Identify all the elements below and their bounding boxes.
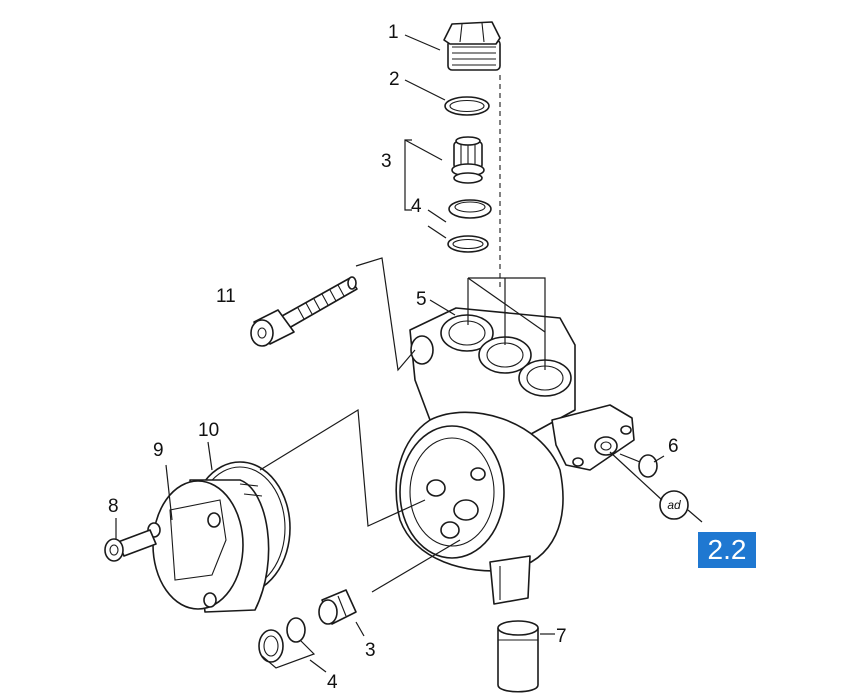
- part-7-sleeve: [497, 620, 539, 693]
- reference-mark-text: ad: [667, 498, 681, 512]
- part-2-o-ring: [444, 96, 490, 116]
- part-1-plug-screw: [443, 21, 501, 71]
- part-6-o-ring: [638, 454, 658, 478]
- part-9-cover: [147, 479, 270, 613]
- part-4-rings-bottom: [258, 617, 306, 663]
- label-part-1: 1: [388, 22, 399, 43]
- part-4-rings-top: [447, 199, 492, 253]
- label-part-4-bottom: 4: [327, 672, 338, 693]
- label-part-2: 2: [389, 69, 400, 90]
- leader-lines: [115, 34, 703, 673]
- label-part-6: 6: [668, 436, 679, 457]
- label-part-10: 10: [198, 420, 219, 441]
- label-part-5: 5: [416, 289, 427, 310]
- section-reference-badge[interactable]: 2.2: [698, 532, 756, 568]
- part-8-small-screw: [104, 529, 157, 562]
- part-3-valve-bottom: [318, 589, 357, 625]
- part-labels: 1 2 3 4 5 6 7 8 9 10 11 3 4: [108, 22, 679, 693]
- part-11-long-screw: [250, 276, 358, 347]
- label-part-4-top: 4: [411, 196, 422, 217]
- reference-mark-ad: ad: [659, 490, 689, 520]
- label-part-9: 9: [153, 440, 164, 461]
- label-part-8: 8: [108, 496, 119, 517]
- label-part-3-top: 3: [381, 151, 392, 172]
- label-part-11: 11: [216, 286, 236, 307]
- part-3-valve-top: [451, 136, 485, 184]
- label-part-7: 7: [556, 626, 567, 647]
- part-5-pump-housing: [395, 307, 635, 605]
- label-part-3-bottom: 3: [365, 640, 376, 661]
